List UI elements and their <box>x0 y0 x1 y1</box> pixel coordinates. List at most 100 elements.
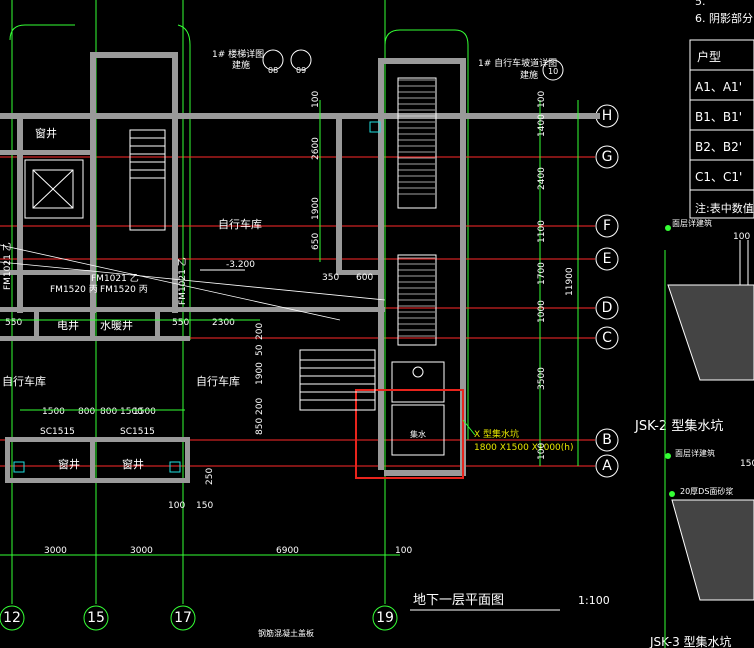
door-fm1520-b: FM1520 丙 <box>100 284 148 295</box>
dim-right-6: 3500 <box>537 367 547 390</box>
dim-right-7: 100 <box>537 443 547 460</box>
door-fm1021-a: FM1021 乙 <box>91 273 139 284</box>
wall-right-shaft <box>460 58 466 470</box>
dim-right-2: 2400 <box>537 167 547 190</box>
label-150: 150 <box>740 459 754 469</box>
detail-dot <box>665 453 671 459</box>
wall <box>172 52 178 117</box>
wall <box>5 437 190 442</box>
callout-stair2-title: 1# 自行车坡道详图 <box>478 57 557 69</box>
elevation-mark: -3.200 <box>226 260 255 270</box>
room-bike-garage-center: 自行车库 <box>218 217 262 231</box>
dim-left-d1500_c: 1500 <box>133 407 156 417</box>
label-100: 100 <box>733 232 750 242</box>
dim-inner-0: 100 <box>311 91 321 108</box>
section-line <box>0 261 386 301</box>
callout-bubble <box>542 59 564 81</box>
drawing-title: 地下一层平面图 <box>413 593 504 608</box>
dim-left-d2300: 2300 <box>212 318 235 328</box>
dim-bottom-3: 100 <box>395 546 412 556</box>
elevator-room <box>24 159 84 219</box>
dim-left-d1500_b: 1500 <box>120 407 143 417</box>
wall <box>90 52 96 117</box>
callout-ref-b: 09 <box>296 66 306 75</box>
table-row-2: B2、B2' <box>695 140 742 154</box>
dim-left-d150: 150 <box>196 501 213 511</box>
axis-label-15: 15 <box>87 610 105 626</box>
wall <box>155 307 160 340</box>
building-outline <box>9 24 75 41</box>
window-sc1515-a: SC1515 <box>40 427 75 437</box>
room-bike-garage-mid: 自行车库 <box>196 374 240 388</box>
detail-dot <box>669 491 675 497</box>
axis-label-A: A <box>602 458 612 474</box>
table-row-3: C1、C1' <box>695 170 742 184</box>
dim-left-d200_b: 200 <box>255 398 265 415</box>
pump-box <box>391 361 445 403</box>
sump-label-2: 1800 X1500 X1000(h) <box>474 443 574 453</box>
dim-left-d1500_a: 1500 <box>42 407 65 417</box>
note-6: 6. 阴影部分... <box>695 11 754 25</box>
wall <box>336 270 384 275</box>
wall <box>34 307 39 340</box>
leader-line <box>462 419 476 436</box>
sump-section-hatch <box>667 284 754 381</box>
wall <box>336 113 342 273</box>
building-outline <box>177 24 191 340</box>
stair-lower <box>299 349 376 411</box>
dim-right-1: 1400 <box>537 114 547 137</box>
wall <box>0 150 90 155</box>
section-line <box>0 244 341 321</box>
room-bike-garage-left: 自行车库 <box>2 374 46 388</box>
axis-bubble-17 <box>170 605 196 631</box>
dim-left-d800_b: 800 <box>100 407 117 417</box>
wall <box>185 437 190 483</box>
room-window-well-top: 窗井 <box>35 126 57 140</box>
right-top-note: 面层详建筑 <box>672 218 712 228</box>
axis-label-12: 12 <box>3 610 21 626</box>
dim-left-d50: 50 <box>255 344 265 356</box>
detail-dot <box>665 225 671 231</box>
note-5: 5. <box>695 0 706 8</box>
callout-bubble <box>290 49 312 71</box>
dim-inner-3: 650 <box>311 233 321 250</box>
wall-top <box>0 113 600 119</box>
callout-stair1-sub: 建施 <box>232 59 250 71</box>
table-row-1: B1、B1' <box>695 110 742 124</box>
callout-ref-a: 08 <box>268 66 278 75</box>
table-note: 注:表中数值 <box>695 201 754 215</box>
label-jsk2: JSK-2 型集水坑 <box>634 418 723 434</box>
bottom-note: 钢筋混凝土盖板 <box>258 628 314 638</box>
axis-label-E: E <box>603 251 612 267</box>
drawing-scale: 1:100 <box>578 594 610 607</box>
dim-left-d250: 250 <box>205 468 215 485</box>
wall <box>378 58 466 64</box>
axis-label-C: C <box>602 330 612 346</box>
sump-label-1: X 型集水坑 <box>474 428 519 440</box>
wall <box>0 307 385 312</box>
dim-right-0: 100 <box>537 91 547 108</box>
axis-bubble-B <box>595 428 619 452</box>
dim-right-4: 1700 <box>537 262 547 285</box>
room-electric-well: 电井 <box>57 318 79 332</box>
axis-bubble-G <box>595 145 619 169</box>
table-row-0: A1、A1' <box>695 80 742 94</box>
room-window-well-bl: 窗井 <box>58 457 80 471</box>
sump-box <box>391 404 445 456</box>
dim-right-5: 1000 <box>537 300 547 323</box>
dim-inner-1: 2600 <box>311 137 321 160</box>
callout-ref-2: 10 <box>548 67 558 76</box>
dim-left-d550_b: 550 <box>172 318 189 328</box>
door-fm1021-right: FM1021 乙 <box>177 257 188 305</box>
dim-inner-2: 1900 <box>311 197 321 220</box>
axis-label-19: 19 <box>376 610 394 626</box>
dim-bottom-1: 3000 <box>130 546 153 556</box>
callout-stair2-sub: 建施 <box>520 69 538 81</box>
pump-symbol <box>412 366 424 378</box>
dim-left-d800_a: 800 <box>78 407 95 417</box>
ds-note: 20厚DS面砂浆 <box>680 486 733 496</box>
door-fm1021-b: FM1021 乙 <box>2 242 13 290</box>
axis-bubble-E <box>595 247 619 271</box>
fixture-marker <box>369 121 381 133</box>
